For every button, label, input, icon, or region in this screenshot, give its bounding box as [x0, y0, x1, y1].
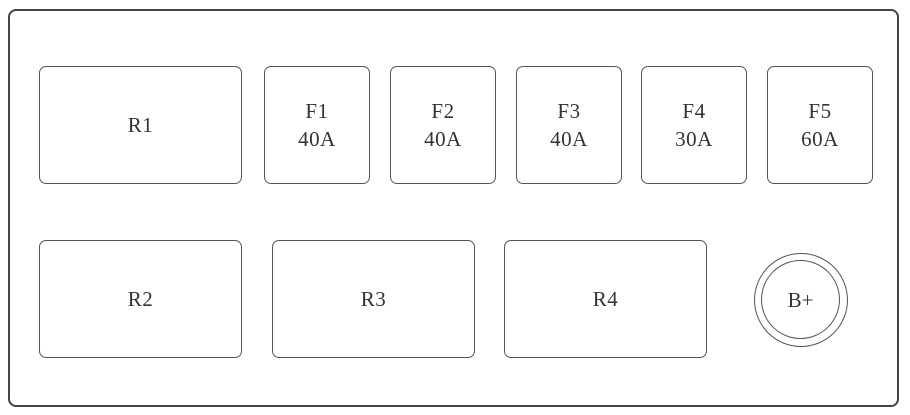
- fuse-f2-name: F2: [431, 99, 455, 123]
- relay-r4: R4: [504, 240, 707, 358]
- fuse-f5-rating: 60A: [801, 127, 839, 151]
- relay-r4-label: R4: [592, 287, 619, 311]
- fuse-f2-rating: 40A: [424, 127, 462, 151]
- relay-r3-label: R3: [360, 287, 387, 311]
- battery-terminal: B+: [754, 253, 848, 347]
- fuse-f3: F3 40A: [516, 66, 622, 184]
- fuse-f1-rating: 40A: [298, 127, 336, 151]
- relay-r2-label: R2: [127, 287, 154, 311]
- fuse-f3-name: F3: [557, 99, 581, 123]
- fuse-f4-rating: 30A: [675, 127, 713, 151]
- fuse-f5: F5 60A: [767, 66, 873, 184]
- battery-terminal-inner-ring: B+: [761, 260, 840, 339]
- battery-terminal-label: B+: [787, 287, 814, 312]
- fuse-f3-rating: 40A: [550, 127, 588, 151]
- relay-r2: R2: [39, 240, 242, 358]
- relay-r1-label: R1: [127, 113, 154, 137]
- fuse-f1: F1 40A: [264, 66, 370, 184]
- relay-r1: R1: [39, 66, 242, 184]
- fuse-f5-name: F5: [808, 99, 832, 123]
- fuse-f2: F2 40A: [390, 66, 496, 184]
- fuse-f4-name: F4: [682, 99, 706, 123]
- fuse-f1-name: F1: [305, 99, 329, 123]
- relay-r3: R3: [272, 240, 475, 358]
- fuse-f4: F4 30A: [641, 66, 747, 184]
- fuse-box-outline: [8, 9, 899, 407]
